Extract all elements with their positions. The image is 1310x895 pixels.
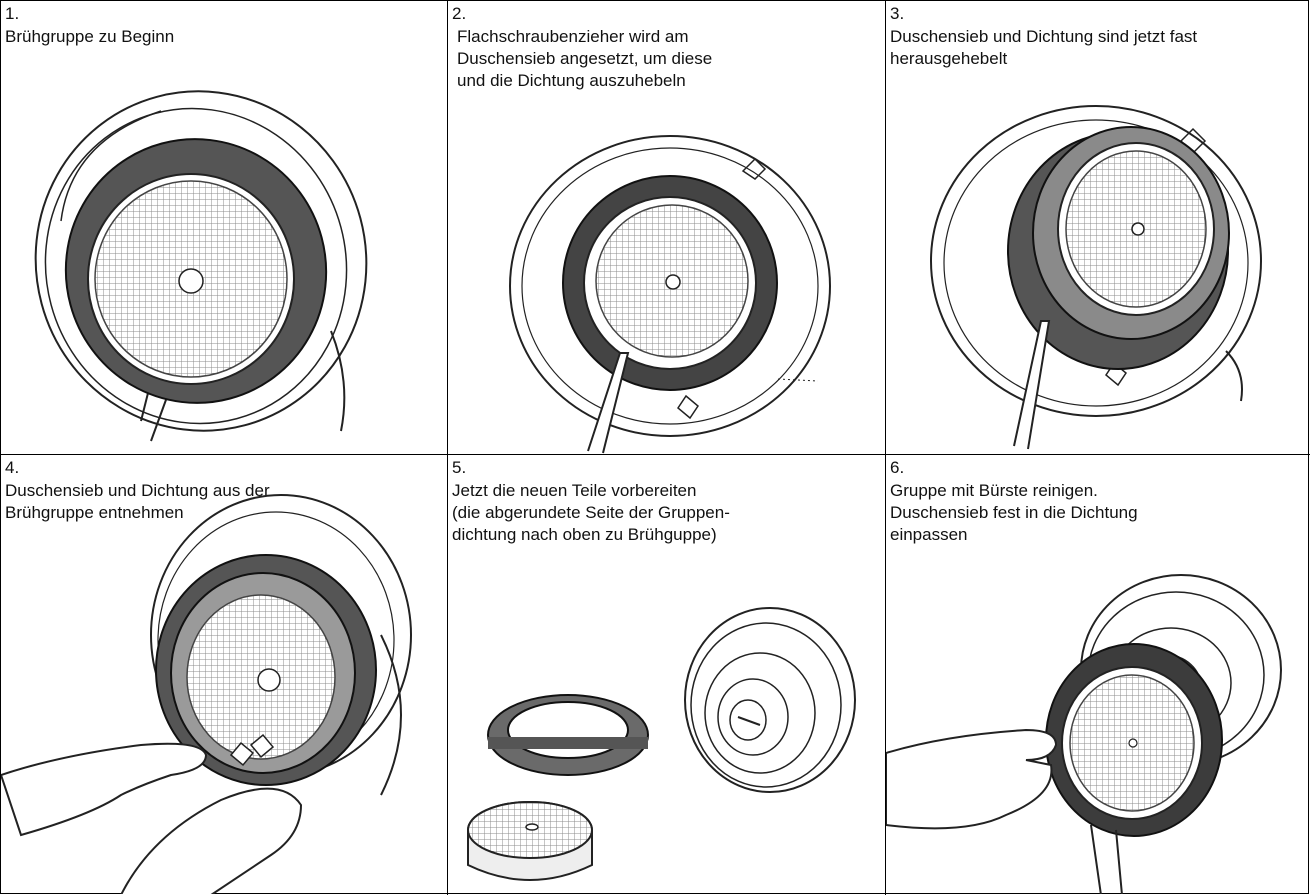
step-3-cell: 3. Duschensieb und Dichtung sind jetzt f… xyxy=(886,1,1310,455)
step-6-cell: 6. Gruppe mit Bürste reinigen. Duschensi… xyxy=(886,455,1310,895)
brew-group-illustration xyxy=(1,1,447,454)
fit-screen-illustration xyxy=(886,455,1309,894)
step-5-cell: 5. Jetzt die neuen Teile vorbereiten (di… xyxy=(448,455,886,895)
new-parts-illustration xyxy=(448,455,885,894)
remove-parts-illustration xyxy=(1,455,447,894)
step-4-cell: 4. Duschensieb und Dichtung aus der Brüh… xyxy=(1,455,448,895)
screen-lifted-illustration xyxy=(886,1,1309,454)
screwdriver-illustration xyxy=(448,1,885,454)
step-2-cell: 2. Flachschraubenzieher wird am Duschens… xyxy=(448,1,886,455)
step-1-cell: 1. Brühgruppe zu Beginn xyxy=(1,1,448,455)
